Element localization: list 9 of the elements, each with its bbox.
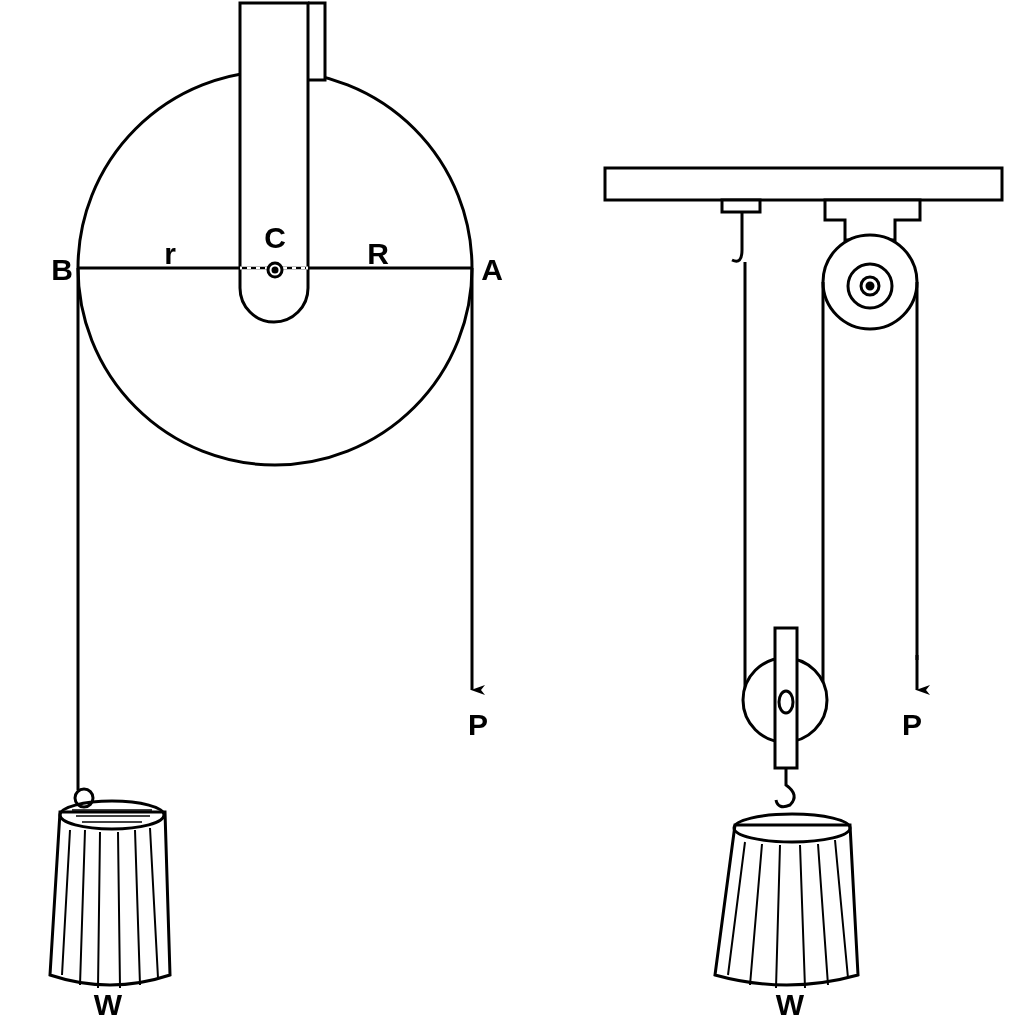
weight-label: W	[775, 990, 805, 1020]
point-label: B	[51, 255, 73, 285]
radius-label: r	[164, 239, 176, 269]
center-label: C	[264, 223, 286, 253]
force-label: P	[902, 710, 922, 740]
weight-label: W	[93, 990, 123, 1020]
force-label: P	[468, 710, 488, 740]
radius-label: R	[367, 239, 389, 269]
point-label: A	[481, 255, 503, 285]
